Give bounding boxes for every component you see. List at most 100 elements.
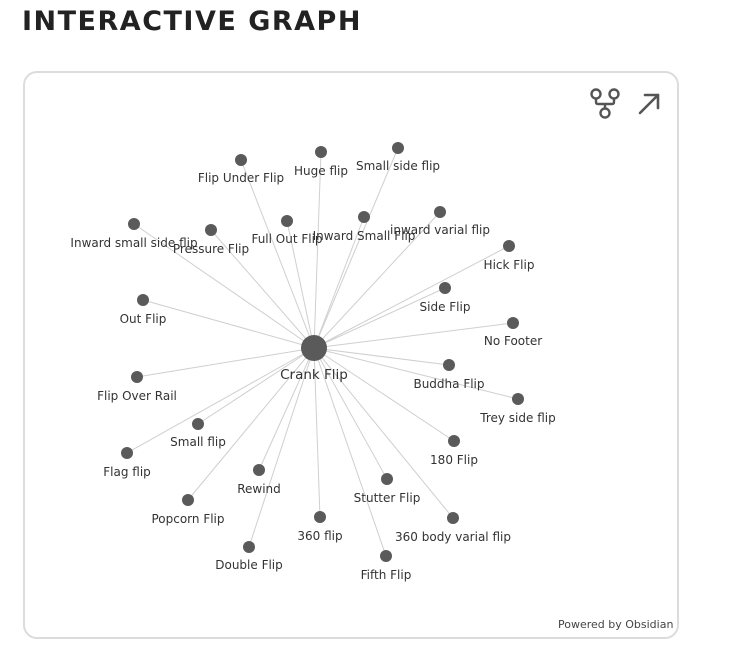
graph-node-dot[interactable] [205,224,217,236]
graph-node-dot[interactable] [314,511,326,523]
graph-node-double-flip[interactable]: Double Flip [215,541,283,572]
graph-center-dot[interactable] [301,335,327,361]
graph-edge-side-flip [313,287,446,349]
graph-node-inward-small-flip[interactable]: Inward Small Flip [313,211,416,243]
graph-edge-rewind [258,347,315,471]
graph-node-popcorn-flip[interactable]: Popcorn Flip [151,494,225,526]
graph-nodes: Flip Under Flip Huge flip Small side flipI… [70,142,556,582]
graph-node-label: Huge flip [294,164,348,178]
graph-node-dot[interactable] [443,359,455,371]
graph-edge-double-flip [248,347,315,548]
graph-node-hick-flip[interactable]: Hick Flip [484,240,535,272]
graph-node-rewind[interactable]: Rewind [237,464,281,496]
graph-node-inward-small-side-flip[interactable]: Inward small side flip [70,218,198,250]
graph-node-label: 360 flip [297,529,342,543]
graph-node-label: Rewind [237,482,281,496]
graph-edge-inward-small-side-flip [133,223,315,349]
graph-toolbar [588,86,662,120]
graph-panel[interactable] [23,71,679,639]
expand-button[interactable] [632,86,666,120]
graph-edge-popcorn-flip [187,347,315,501]
graph-node-dot[interactable] [358,211,370,223]
graph-node-dot[interactable] [253,464,265,476]
graph-node-flip-over-rail[interactable]: Flip Over Rail [97,371,177,403]
graph-node-flip-under-flip[interactable]: Flip Under Flip [198,154,284,185]
graph-node-dot[interactable] [392,142,404,154]
graph-node-dot[interactable] [380,550,392,562]
graph-node-label: 180 Flip [430,453,478,467]
graph-node-label: Inward Small Flip [313,229,416,243]
graph-node-dot[interactable] [315,146,327,158]
graph-node-360-body-varial-flip[interactable]: 360 body varial flip [395,512,511,544]
graph-node-dot[interactable] [182,494,194,506]
graph-node-dot[interactable] [235,154,247,166]
arrow-up-right-icon [638,93,660,115]
graph-node-dot[interactable] [131,371,143,383]
graph-node-flag-flip[interactable]: Flag flip [103,447,151,479]
graph-node-label: Small side flip [356,159,440,173]
graph-edge-flag-flip [126,347,315,454]
graph-node-trey-side-flip[interactable]: Trey side flip [479,393,556,425]
graph-center-label: Crank Flip [280,367,348,383]
graph-node-dot[interactable] [507,317,519,329]
graph-node-dot[interactable] [128,218,140,230]
graph-node-label: inward varial flip [390,223,490,237]
graph-node-label: Hick Flip [484,258,535,272]
graph-node-label: Trey side flip [479,411,555,425]
graph-edges [126,147,519,557]
graph-edge-inward-small-flip [313,216,365,349]
graph-edge-inward-varial-flip [313,211,441,349]
graph-edge-flip-under-flip [240,159,315,349]
graph-branch-icon [590,88,620,119]
graph-node-fifth-flip[interactable]: Fifth Flip [361,550,412,582]
graph-node-dot[interactable] [281,215,293,227]
graph-node-dot[interactable] [243,541,255,553]
graph-node-label: Side Flip [420,300,471,314]
graph-edge-no-footer [313,322,514,349]
graph-node-dot[interactable] [512,393,524,405]
graph-view-button[interactable] [588,86,622,120]
graph-node-dot[interactable] [192,418,204,430]
graph-node-dot[interactable] [381,473,393,485]
graph-node-dot[interactable] [439,282,451,294]
page-title: INTERACTIVE GRAPH [22,6,362,37]
graph-node-label: Inward small side flip [70,236,197,250]
graph-node-no-footer[interactable]: No Footer [484,317,542,348]
graph-edge-hick-flip [313,245,510,349]
graph-node-stutter-flip[interactable]: Stutter Flip [354,473,421,505]
graph-edge-small-flip [197,347,315,425]
graph-node-out-flip[interactable]: Out Flip [120,294,167,326]
graph-node-center[interactable]: Crank Flip [280,335,348,383]
graph-node-label: Flip Over Rail [97,389,177,403]
graph-node-full-out-flip[interactable]: Full Out Flip [251,215,323,246]
graph-node-inward-varial-flip[interactable]: inward varial flip [390,206,490,237]
graph-node-180-flip[interactable]: 180 Flip [430,435,478,467]
graph-node-label: Popcorn Flip [151,512,224,526]
graph-node-dot[interactable] [137,294,149,306]
graph-node-dot[interactable] [121,447,133,459]
graph-node-pressure-flip[interactable]: Pressure Flip [173,224,249,256]
graph-node-dot[interactable] [447,512,459,524]
graph-edge-flip-over-rail [136,347,315,378]
graph-edge-stutter-flip [313,347,388,480]
graph-node-small-flip[interactable]: Small flip [170,418,226,449]
graph-node-label: Buddha Flip [413,377,484,391]
graph-edge-buddha-flip [313,347,450,366]
graph-node-dot[interactable] [434,206,446,218]
graph-node-dot[interactable] [448,435,460,447]
graph-node-label: Full Out Flip [251,232,322,246]
graph-node-label: Pressure Flip [173,242,249,256]
graph-node-360-flip[interactable]: 360 flip [297,511,343,543]
graph-edge-pressure-flip [210,229,315,349]
graph-node-huge-flip[interactable]: Huge flip [294,146,348,178]
graph-node-label: Stutter Flip [354,491,421,505]
graph-node-side-flip[interactable]: Side Flip [420,282,471,314]
graph-node-label: Double Flip [215,558,283,572]
graph-edge-huge-flip [313,151,322,349]
graph-node-small-side-flip[interactable]: Small side flip [356,142,440,173]
graph-edge-180-flip [313,347,455,442]
graph-node-buddha-flip[interactable]: Buddha Flip [413,359,485,391]
graph-node-label: Flip Under Flip [198,171,284,185]
graph-node-dot[interactable] [503,240,515,252]
